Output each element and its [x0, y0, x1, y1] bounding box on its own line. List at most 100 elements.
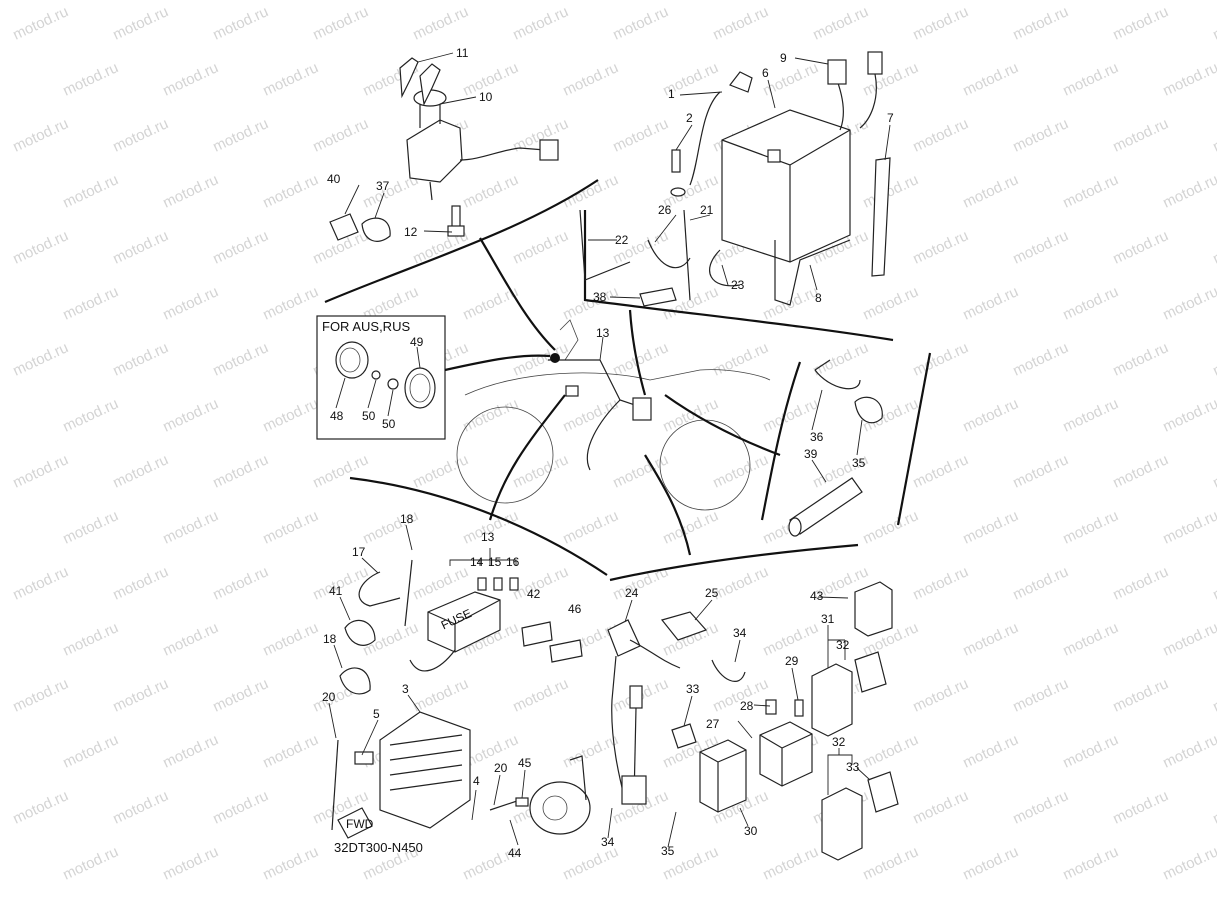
watermark-text: motod.ru	[60, 619, 121, 659]
watermark-text: motod.ru	[10, 563, 71, 603]
reflector-50-a-inner	[339, 347, 361, 373]
watermark-text: motod.ru	[860, 843, 921, 883]
watermark-text: motod.ru	[60, 283, 121, 323]
watermark-text: motod.ru	[260, 619, 321, 659]
callout-19: 18	[323, 632, 337, 646]
callout-40: 37	[376, 179, 390, 193]
callout-8: 8	[815, 291, 822, 305]
callout-39: 36	[810, 430, 824, 444]
callout-48: 45	[518, 756, 532, 770]
watermark-text: motod.ru	[110, 115, 171, 155]
watermark-text: motod.ru	[1060, 283, 1121, 323]
watermark-text: motod.ru	[610, 115, 671, 155]
watermark-text: motod.ru	[10, 675, 71, 715]
callout-17: 17	[352, 545, 366, 559]
arrow-leader-right	[664, 394, 781, 457]
watermark-text: motod.ru	[960, 59, 1021, 99]
section-boundary-battery	[583, 210, 894, 342]
watermark-text: motod.ru	[210, 675, 271, 715]
watermark-text: motod.ru	[310, 115, 371, 155]
watermark-text: motod.ru	[10, 227, 71, 267]
watermark-text: motod.ru	[1110, 563, 1171, 603]
watermark-text: motod.ru	[160, 619, 221, 659]
callout-5: 5	[373, 707, 380, 721]
callout-13-top: 13	[596, 326, 610, 340]
node-marker	[550, 353, 560, 363]
watermark-text: motod.ru	[1010, 451, 1071, 491]
watermark-text: motod.ru	[1060, 507, 1121, 547]
callout-2: 2	[686, 111, 693, 125]
watermark-text: motod.ru	[1060, 731, 1121, 771]
callout-13-fuse: 13	[481, 530, 495, 544]
watermark-text: motod.ru	[960, 507, 1021, 547]
callout-46: 43	[810, 589, 824, 603]
callout-14: 14	[470, 555, 484, 569]
watermark-text: motod.ru	[1210, 115, 1217, 155]
callout-51-a: 50	[362, 409, 376, 423]
watermark-text: motod.ru	[260, 59, 321, 99]
callout-1: 1	[668, 87, 675, 101]
watermark-text: motod.ru	[410, 451, 471, 491]
callout-3: 3	[402, 682, 409, 696]
watermark-text: motod.ru	[710, 563, 771, 603]
watermark-text: motod.ru	[210, 227, 271, 267]
callout-50-bottom: 48	[330, 409, 344, 423]
watermark-text: motod.ru	[1110, 3, 1171, 43]
callout-28: 27	[706, 717, 720, 731]
watermark-text: motod.ru	[60, 731, 121, 771]
callout-34: 34	[601, 835, 615, 849]
nut-51-b	[387, 378, 399, 390]
watermark-text: motod.ru	[910, 563, 971, 603]
arrow-leader-battery	[628, 309, 647, 396]
callout-21: 20	[322, 690, 336, 704]
watermark-text: motod.ru	[1060, 619, 1121, 659]
watermark-text: motod.ru	[960, 731, 1021, 771]
watermark-text: motod.ru	[1160, 59, 1217, 99]
drawing-code: 32DT300-N450	[334, 840, 423, 855]
watermark-text: motod.ru	[560, 843, 621, 883]
watermark-text: motod.ru	[910, 787, 971, 827]
watermark-text: motod.ru	[560, 395, 621, 435]
watermark-text: motod.ru	[310, 451, 371, 491]
watermark-text: motod.ru	[1110, 787, 1171, 827]
callout-31: 30	[744, 824, 758, 838]
watermark-layer: motod.ru motod.ru motod.ru motod.ru motod.ru…	[10, 3, 1217, 883]
watermark-text: motod.ru	[210, 451, 271, 491]
watermark-text: motod.ru	[1210, 3, 1217, 43]
watermark-text: motod.ru	[1210, 787, 1217, 827]
callout-45: 42	[527, 587, 541, 601]
nut-51-a	[371, 370, 381, 380]
callout-36: 33	[686, 682, 700, 696]
battery-group	[579, 51, 891, 307]
watermark-text: motod.ru	[560, 731, 621, 771]
watermark-text: motod.ru	[1110, 675, 1171, 715]
callout-50-top: 49	[410, 335, 424, 349]
callout-38: 35	[852, 456, 866, 470]
watermark-text: motod.ru	[10, 451, 71, 491]
callout-51-b: 50	[382, 417, 396, 431]
watermark-text: motod.ru	[910, 115, 971, 155]
callout-27: 26	[658, 203, 672, 217]
watermark-text: motod.ru	[1010, 115, 1071, 155]
watermark-text: motod.ru	[710, 3, 771, 43]
watermark-text: motod.ru	[110, 3, 171, 43]
watermark-text: motod.ru	[110, 339, 171, 379]
watermark-text: motod.ru	[960, 395, 1021, 435]
main-switch-group	[329, 57, 559, 242]
watermark-text: motod.ru	[1060, 171, 1121, 211]
watermark-text: motod.ru	[110, 451, 171, 491]
watermark-text: motod.ru	[960, 619, 1021, 659]
watermark-text: motod.ru	[260, 395, 321, 435]
watermark-text: motod.ru	[460, 395, 521, 435]
fwd-arrow	[337, 807, 373, 839]
watermark-text: motod.ru	[910, 339, 971, 379]
section-boundary-ignition	[324, 179, 599, 304]
watermark-text: motod.ru	[260, 283, 321, 323]
watermark-text: motod.ru	[710, 339, 771, 379]
watermark-text: motod.ru	[810, 339, 871, 379]
watermark-text: motod.ru	[510, 3, 571, 43]
watermark-text: motod.ru	[1060, 59, 1121, 99]
watermark-text: motod.ru	[160, 171, 221, 211]
